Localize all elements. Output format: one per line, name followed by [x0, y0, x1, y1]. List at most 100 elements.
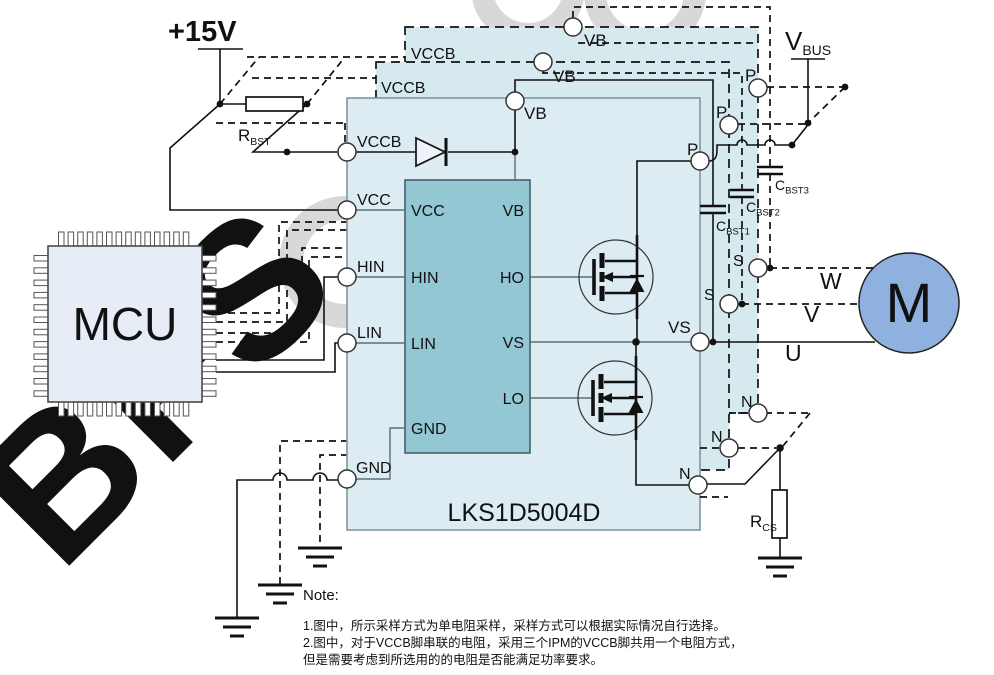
rbst-resistor: [245, 96, 304, 112]
driver-hin-label: HIN: [411, 270, 439, 287]
vccb2-label: VCCB: [381, 80, 425, 97]
phase-v-label: V: [804, 301, 820, 327]
gate-driver-ic: [404, 179, 531, 454]
pin-n2: [719, 438, 739, 458]
vcc-pin-label: VCC: [357, 192, 391, 209]
pin-p3: [748, 78, 768, 98]
note-line-1: 1.图中，所示采样方式为单电阻采样，采样方式可以根据实际情况自行选择。: [303, 618, 726, 633]
n1-wire: [729, 412, 811, 447]
n3-label: N: [679, 466, 691, 483]
rbst-label: RBST: [238, 126, 271, 148]
pin-s2: [719, 294, 739, 314]
cbst3-capacitor: [757, 165, 783, 176]
p1-vbus-wire: [708, 125, 808, 162]
rbst-fan-left: [219, 56, 260, 105]
ground-rcs: [756, 556, 804, 578]
bootstrap-capacitors: [700, 165, 783, 215]
labels: +15V VBUS RBST RCS CBST1 CBST2 CBST3 VCC…: [168, 16, 842, 667]
pin-vccb: [337, 142, 357, 162]
gnd-pin-label: GND: [356, 460, 392, 477]
p1-drain-wire: [636, 160, 691, 240]
pin-s3: [748, 258, 768, 278]
pin-vb1: [505, 91, 525, 111]
ground-main: [213, 616, 261, 638]
bootstrap-diode: [415, 136, 448, 168]
cbst2-capacitor: [730, 188, 754, 199]
vccb3-label: VCCB: [411, 46, 455, 63]
pin-vcc: [337, 200, 357, 220]
pin-p2: [719, 115, 739, 135]
internal-wires: [356, 152, 694, 480]
ground-3: [296, 546, 344, 568]
driver-vcc-label: VCC: [411, 203, 445, 220]
lowside-source-wire: [635, 436, 691, 486]
pin-n3: [688, 475, 708, 495]
vs-label: VS: [668, 318, 691, 337]
vccb1-label: VCCB: [357, 134, 401, 151]
rcs-resistor: [771, 489, 788, 539]
phase-u-label: U: [785, 340, 802, 366]
vccb-feed-wire: [250, 103, 338, 153]
cbst1-capacitor: [700, 204, 726, 215]
mcu-lin1-wire: [216, 342, 338, 373]
mcu-pins: [33, 231, 217, 417]
cbst3-label: CBST3: [775, 177, 809, 197]
vb2-bootstrap-wire: [542, 71, 743, 304]
n2-label: N: [711, 429, 723, 446]
hin-pin-label: HIN: [357, 259, 385, 276]
driver-vs-label: VS: [503, 335, 524, 352]
mcu-lin3-wire: [216, 247, 360, 334]
rbst-fan-right: [306, 56, 346, 105]
s3-label: S: [733, 253, 744, 270]
gnd1-wire: [236, 472, 356, 618]
motor: M: [858, 252, 960, 354]
mcu-chip: MCU: [33, 231, 217, 417]
pin-n1: [748, 403, 768, 423]
wires-behind-boxes: [216, 56, 410, 585]
rcs-label: RCS: [750, 512, 777, 534]
gnd2-dashed-wire: [279, 440, 360, 585]
cbst2-label: CBST2: [746, 199, 780, 219]
driver-gnd-label: GND: [411, 421, 447, 438]
rail-15v-label: +15V: [168, 16, 237, 48]
p3-vbus-wire: [767, 86, 846, 122]
lin-pin-label: LIN: [357, 325, 382, 342]
mcu-hin3-wire: [216, 221, 360, 314]
ground-2: [256, 583, 304, 605]
n3-wire: [707, 447, 781, 485]
s2-label: S: [704, 287, 715, 304]
vbus-label: VBUS: [785, 26, 831, 58]
pin-vb3: [563, 17, 583, 37]
motor-label: M: [886, 271, 933, 334]
junction-dots: [216, 83, 849, 452]
note-line-2: 2.图中，对于VCCB脚串联的电阻，采用三个IPM的VCCB脚共用一个电阻方式，: [303, 635, 743, 650]
pin-gnd: [337, 469, 357, 489]
pin-p1: [690, 151, 710, 171]
p2-label: P: [716, 103, 727, 122]
vcc-feed-wire: [169, 103, 338, 211]
driver-lin-label: LIN: [411, 336, 436, 353]
mcu-label: MCU: [73, 298, 178, 350]
phase-w-label: W: [820, 268, 842, 294]
vb3-label: VB: [584, 31, 607, 50]
vb1-bootstrap-wire: [514, 79, 714, 342]
pin-hin: [337, 267, 357, 287]
cbst1-label: CBST1: [716, 218, 750, 238]
pin-lin: [337, 333, 357, 353]
mcu-hin1-wire: [216, 276, 338, 361]
pin-vb2: [533, 52, 553, 72]
module-name: LKS1D5004D: [448, 499, 601, 527]
module-pins: [337, 17, 768, 495]
pin-vs: [690, 332, 710, 352]
note-title: Note:: [303, 587, 339, 604]
dashed-wires: [216, 6, 874, 498]
p3-label: P: [745, 66, 756, 85]
note-line-3: 但是需要考虑到所选用的的电阻是否能满足功率要求。: [303, 652, 603, 667]
driver-lo-label: LO: [503, 391, 524, 408]
n1-label: N: [741, 394, 753, 411]
mcu-body: [47, 245, 203, 403]
motor-circle: [858, 252, 960, 354]
vb1-label: VB: [524, 104, 547, 123]
